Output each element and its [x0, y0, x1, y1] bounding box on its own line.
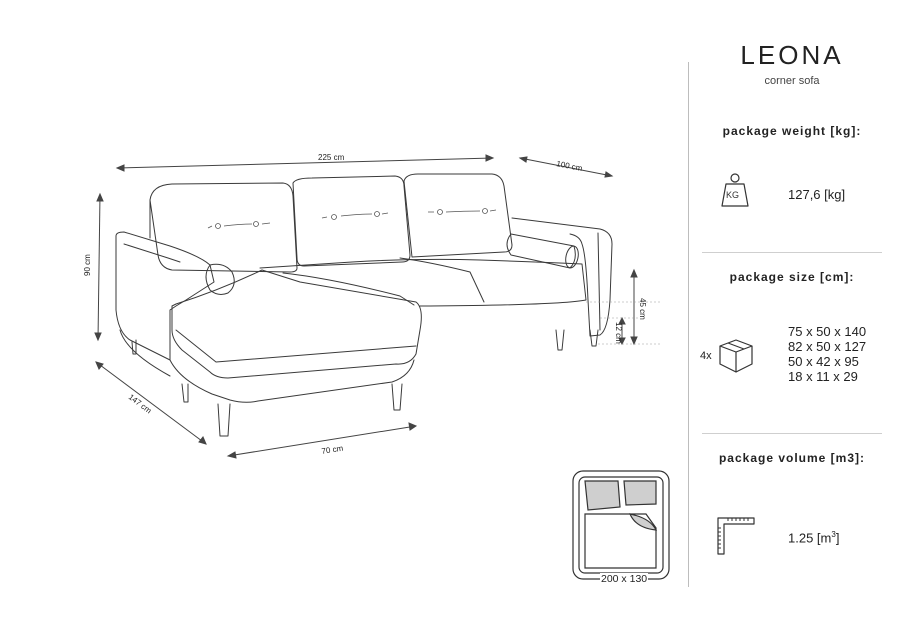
product-title: LEONA	[740, 40, 844, 70]
package-volume-value: 1.25 [m3]	[788, 530, 839, 545]
sofa-outline	[115, 173, 613, 437]
volume-unit-superscript: 3	[831, 530, 836, 539]
package-size-item: 18 x 11 x 29	[788, 369, 858, 384]
section-divider	[702, 252, 882, 253]
package-size-item: 50 x 42 x 95	[788, 354, 859, 369]
bed-function-icon	[572, 470, 670, 580]
tufting-buttons	[207, 208, 497, 229]
ruler-corner-icon	[716, 516, 756, 556]
dim-width: 225 cm	[318, 153, 345, 162]
dimension-lines	[94, 154, 638, 459]
package-size-list: 75 x 50 x 140 82 x 50 x 127 50 x 42 x 95…	[788, 324, 866, 384]
dim-height: 90 cm	[83, 254, 92, 276]
dim-leg-height: 12 cm	[614, 322, 623, 344]
package-weight-value: 127,6 [kg]	[788, 187, 846, 202]
weight-icon-text: KG	[726, 190, 740, 200]
bed-size-label: 200 x 130	[600, 573, 649, 585]
package-weight-heading: package weight [kg]:	[722, 124, 862, 138]
package-volume-heading: package volume [m3]:	[718, 451, 866, 465]
volume-value-text: 1.25 [m	[788, 530, 832, 546]
package-count: 4x	[700, 350, 712, 362]
dim-chaise-width: 70 cm	[321, 444, 344, 456]
dim-chaise-length: 147 cm	[127, 392, 154, 415]
product-subtitle: corner sofa	[764, 75, 820, 87]
vertical-divider	[688, 62, 689, 587]
box-icon	[716, 334, 756, 374]
package-size-heading: package size [cm]:	[729, 270, 855, 284]
sofa-drawing: 225 cm 100 cm 90 cm 45 cm 12 cm 147 cm 7…	[83, 153, 670, 580]
dim-seat-height: 45 cm	[638, 298, 647, 320]
volume-value-suffix: ]	[835, 530, 840, 546]
reference-lines	[586, 301, 660, 345]
section-divider	[702, 433, 882, 434]
dim-depth: 100 cm	[556, 159, 584, 173]
package-size-item: 82 x 50 x 127	[788, 339, 867, 354]
weight-kg-icon: KG	[720, 172, 752, 208]
package-size-item: 75 x 50 x 140	[788, 324, 867, 339]
